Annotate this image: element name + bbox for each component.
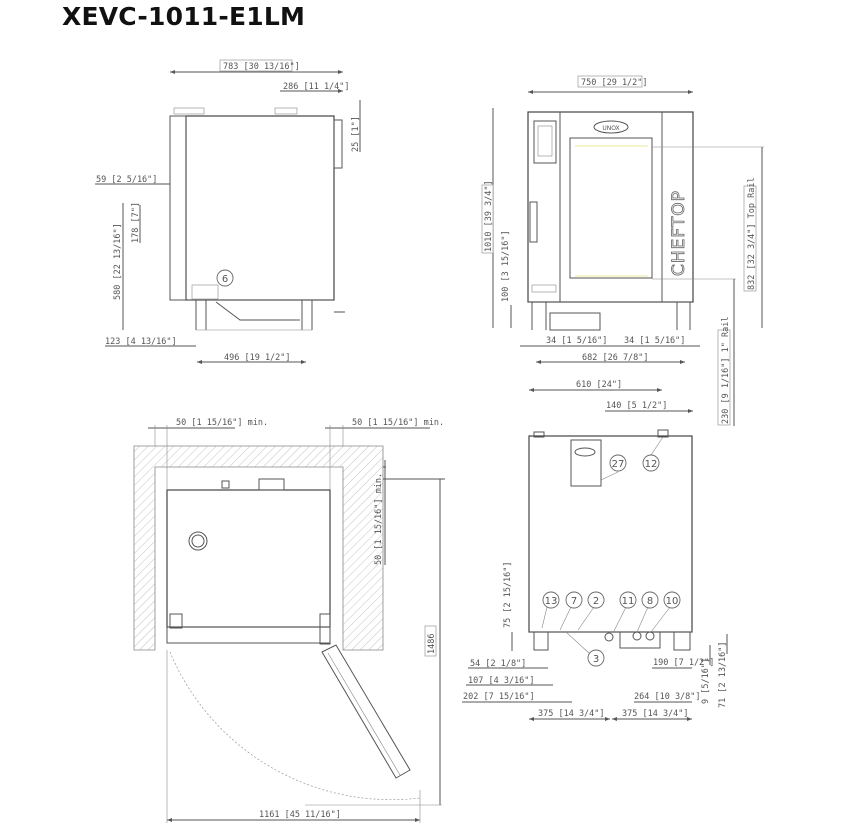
dim-foot-span-front: 682 [26 7/8"] [582,353,649,363]
dim-overall-width: 750 [29 1/2"] [581,78,648,88]
dim-rear-width: 610 [24"] [576,380,622,390]
svg-text:2: 2 [593,596,599,607]
dim-264: 264 [10 3/8"] [634,692,701,702]
cheftop-brand: CHEFTOP [669,190,689,276]
dim-190: 190 [7 1/2"] [653,658,714,668]
dim-door-open-depth: 1486 [427,634,437,654]
dim-conn-height: 75 [2 15/16"] [503,561,513,628]
dim-top-connection: 286 [11 1/4"] [283,82,350,92]
svg-text:11: 11 [622,596,635,607]
dim-handle-from-floor: 580 [22 13/16"] [113,223,123,300]
rear-plate [570,439,602,487]
model-title: XEVC-1011-E1LM [62,2,306,31]
svg-text:3: 3 [593,654,599,665]
callouts: 27 12 13 7 2 11 8 10 3 [542,454,681,667]
dim-overall-height: 1010 [39 3/4"] [484,180,494,252]
dim-top-conn: 140 [5 1/2"] [606,401,667,411]
control-panel [533,120,557,164]
dim-foot-span: 496 [19 1/2"] [224,353,291,363]
dim-71: 71 [2 13/16"] [718,641,728,708]
rear-connection [333,119,343,169]
dim-bottom-rail: 230 [9 1/16"] 1" Rail [721,317,731,424]
dim-door-open-width: 1161 [45 11/16"] [259,810,341,820]
dim-handle-height: 178 [7"] [131,202,141,243]
dim-54: 54 [2 1/8"] [470,659,526,669]
dim-202: 202 [7 15/16"] [463,692,535,702]
svg-text:8: 8 [647,596,653,607]
svg-text:UNOX: UNOX [602,125,619,132]
dim-base-height: 100 [3 15/16"] [501,230,511,302]
oven-body-side [185,115,335,301]
door-side [169,115,187,301]
svg-text:10: 10 [666,596,679,607]
dim-left-clearance: 50 [1 15/16"] min. [176,418,268,428]
door-handle [529,201,538,243]
dim-rear-clearance: 50 [1 15/16"] min. [374,473,384,565]
wall-hatch [133,445,384,651]
rating-plate [191,284,219,300]
oven-window [569,137,653,279]
svg-text:13: 13 [545,596,558,607]
svg-text:6: 6 [222,274,228,285]
svg-text:7: 7 [571,596,577,607]
unox-logo [593,120,629,134]
dim-right-clearance: 50 [1 15/16"] min. [352,418,444,428]
dim-107: 107 [4 3/16"] [468,676,535,686]
dim-right-half: 375 [14 3/4"] [622,709,689,719]
rear-view: 27 12 13 7 2 11 8 10 3 610 [24"] 140 [5 … [462,380,728,721]
door-frame [166,626,331,644]
dim-left-half: 375 [14 3/4"] [538,709,605,719]
dim-foot-offset: 123 [4 13/16"] [105,337,177,347]
dim-9: 9 [5/16"] [701,658,711,704]
clearance-view: 50 [1 15/16"] min. 50 [1 15/16"] min. 50… [133,418,445,823]
side-view: 6 783 [30 13/16"] 286 [11 1/4"] 25 [1"] … [95,59,361,364]
door-swing-arc [169,651,421,801]
front-view: UNOX CHEFTOP 750 [29 1/2"] 1010 [39 3/4"… [481,75,764,426]
open-door [321,644,411,779]
dim-top-rail: 832 [32 3/4"] Top Rail [747,177,757,290]
svg-text:12: 12 [645,459,658,470]
dim-top-height: 25 [1"] [351,116,361,152]
callout-6 [216,269,234,287]
dim-left-foot: 34 [1 5/16"] [546,336,607,346]
oven-body-top [166,489,331,628]
dim-overall-depth: 783 [30 13/16"] [223,62,300,72]
dim-door-offset: 59 [2 5/16"] [96,175,157,185]
svg-text:27: 27 [612,459,625,470]
dim-right-foot: 34 [1 5/16"] [624,336,685,346]
